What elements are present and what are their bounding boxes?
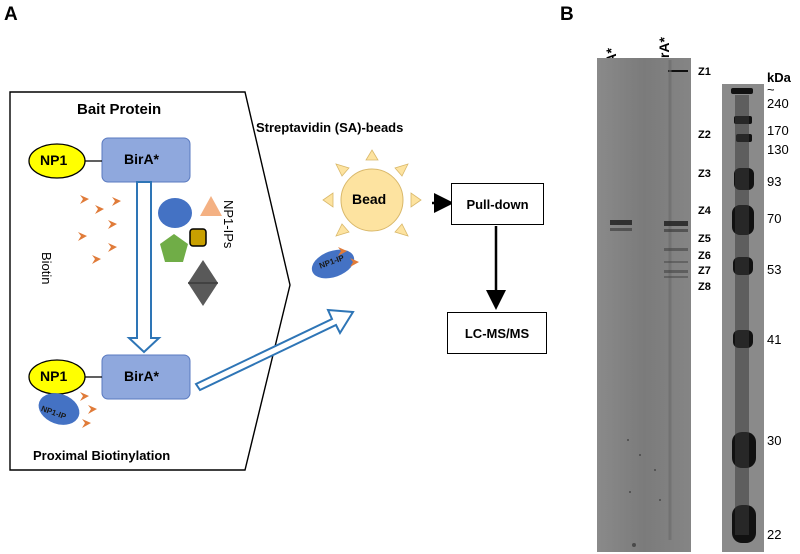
marker-53: 53 [767,262,782,277]
ip-triangle [200,196,222,216]
pull-down-box: Pull-down [451,183,544,225]
ip-blue-ellipse [158,198,192,228]
panel-b-label: B [560,4,574,25]
gel-left [597,58,691,552]
birA-label-top: BirA* [124,151,160,167]
biotin-chevrons [78,195,121,264]
bead-circle [340,168,404,232]
band-lane1-70 [610,220,632,225]
np1-label-top: NP1 [40,152,68,168]
marker-170: 170 [767,123,789,138]
np1-label-bottom: NP1 [40,368,68,384]
band-z1 [668,70,688,72]
bead-label: Bead [352,191,387,207]
marker-130: 130 [767,142,789,157]
zone-z7: Z7 [698,265,711,277]
zone-z3: Z3 [698,168,711,180]
panel-a-label: A [4,4,18,25]
zone-z8: Z8 [698,281,711,293]
marker-93: 93 [767,174,782,189]
zone-z1: Z1 [698,66,711,78]
marker-22: 22 [767,527,782,542]
bead-rays [322,149,422,237]
marker-30: 30 [767,433,782,448]
np1-ip-bead [311,249,355,279]
zone-z4: Z4 [698,205,711,217]
sa-beads-label: Streptavidin (SA)-beads [256,120,404,135]
ip-square [189,228,207,247]
marker-tilde: ~ [767,82,775,97]
bait-outline [9,91,291,471]
band-lane2-70 [664,221,688,226]
ip-pentagon [160,234,188,262]
lcms-box: LC-MS/MS [447,312,547,354]
vertical-arrow [126,181,162,354]
zone-z5: Z5 [698,233,711,245]
marker-240: 240 [767,96,789,111]
marker-41: 41 [767,332,782,347]
diagonal-arrow [194,308,355,392]
zone-z2: Z2 [698,129,711,141]
proximal-biotinylation-label: Proximal Biotinylation [33,448,171,463]
np1-ip-bottom [38,393,80,425]
zone-z6: Z6 [698,250,711,262]
kda-title: kDa [767,70,791,85]
marker-70: 70 [767,211,782,226]
bait-title: Bait Protein [77,101,162,118]
birA-label-bottom: BirA* [124,368,160,384]
